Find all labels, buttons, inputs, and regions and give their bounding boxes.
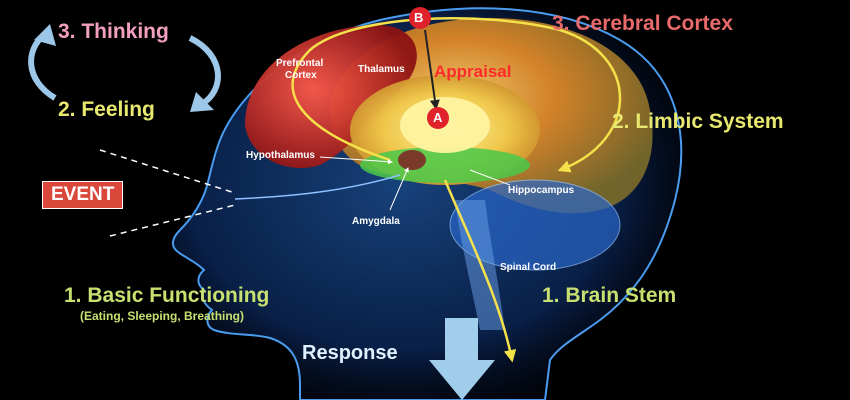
hippocampus-label: Hippocampus — [508, 185, 575, 196]
hypothalamus-pointer — [319, 156, 393, 165]
marker-a-text: A — [433, 110, 443, 125]
prefrontal-cortex-region — [245, 24, 417, 169]
appraisal-label: Appraisal — [434, 62, 512, 81]
prefrontal-cortex-label-line2: Cortex — [285, 70, 317, 81]
amygdala-label: Amygdala — [352, 216, 400, 227]
brain-stem-label: 1. Brain Stem — [542, 284, 677, 307]
marker-a-circle — [427, 107, 449, 129]
amygdala-region — [398, 150, 426, 170]
basic-functioning-sublabel: (Eating, Sleeping, Breathing) — [80, 309, 245, 323]
feeling-label: 2. Feeling — [58, 98, 155, 121]
basic-functioning-label: 1. Basic Functioning — [64, 284, 270, 307]
event-label: EVENT — [42, 181, 124, 209]
thalamus-label: Thalamus — [358, 64, 405, 75]
cycle-arrow-down-head — [190, 92, 214, 112]
response-path-arrow — [443, 179, 517, 363]
cycle-arrow-up-head — [34, 24, 56, 46]
hypothalamus-label: Hypothalamus — [246, 150, 315, 161]
cerebral-cortex-label: 3. Cerebral Cortex — [552, 12, 733, 35]
hippocampus-pointer — [469, 169, 511, 186]
response-label: Response — [302, 342, 398, 364]
limbic-system-label: 2. Limbic System — [612, 110, 784, 133]
event-dashed-line-top — [99, 149, 236, 194]
response-arrow — [429, 318, 495, 400]
amygdala-pointer — [389, 167, 409, 211]
sensory-path-line — [234, 174, 401, 200]
cycle-arrow-down — [188, 35, 221, 107]
spinal-cord-label: Spinal Cord — [500, 262, 557, 273]
appraisal-arrow — [424, 29, 440, 110]
marker-b-text: B — [414, 10, 424, 25]
cerebellum-region — [449, 179, 621, 271]
marker-b-circle — [409, 7, 431, 29]
prefrontal-cortex-label-line1: Prefrontal — [276, 58, 324, 69]
thinking-label: 3. Thinking — [58, 20, 169, 43]
